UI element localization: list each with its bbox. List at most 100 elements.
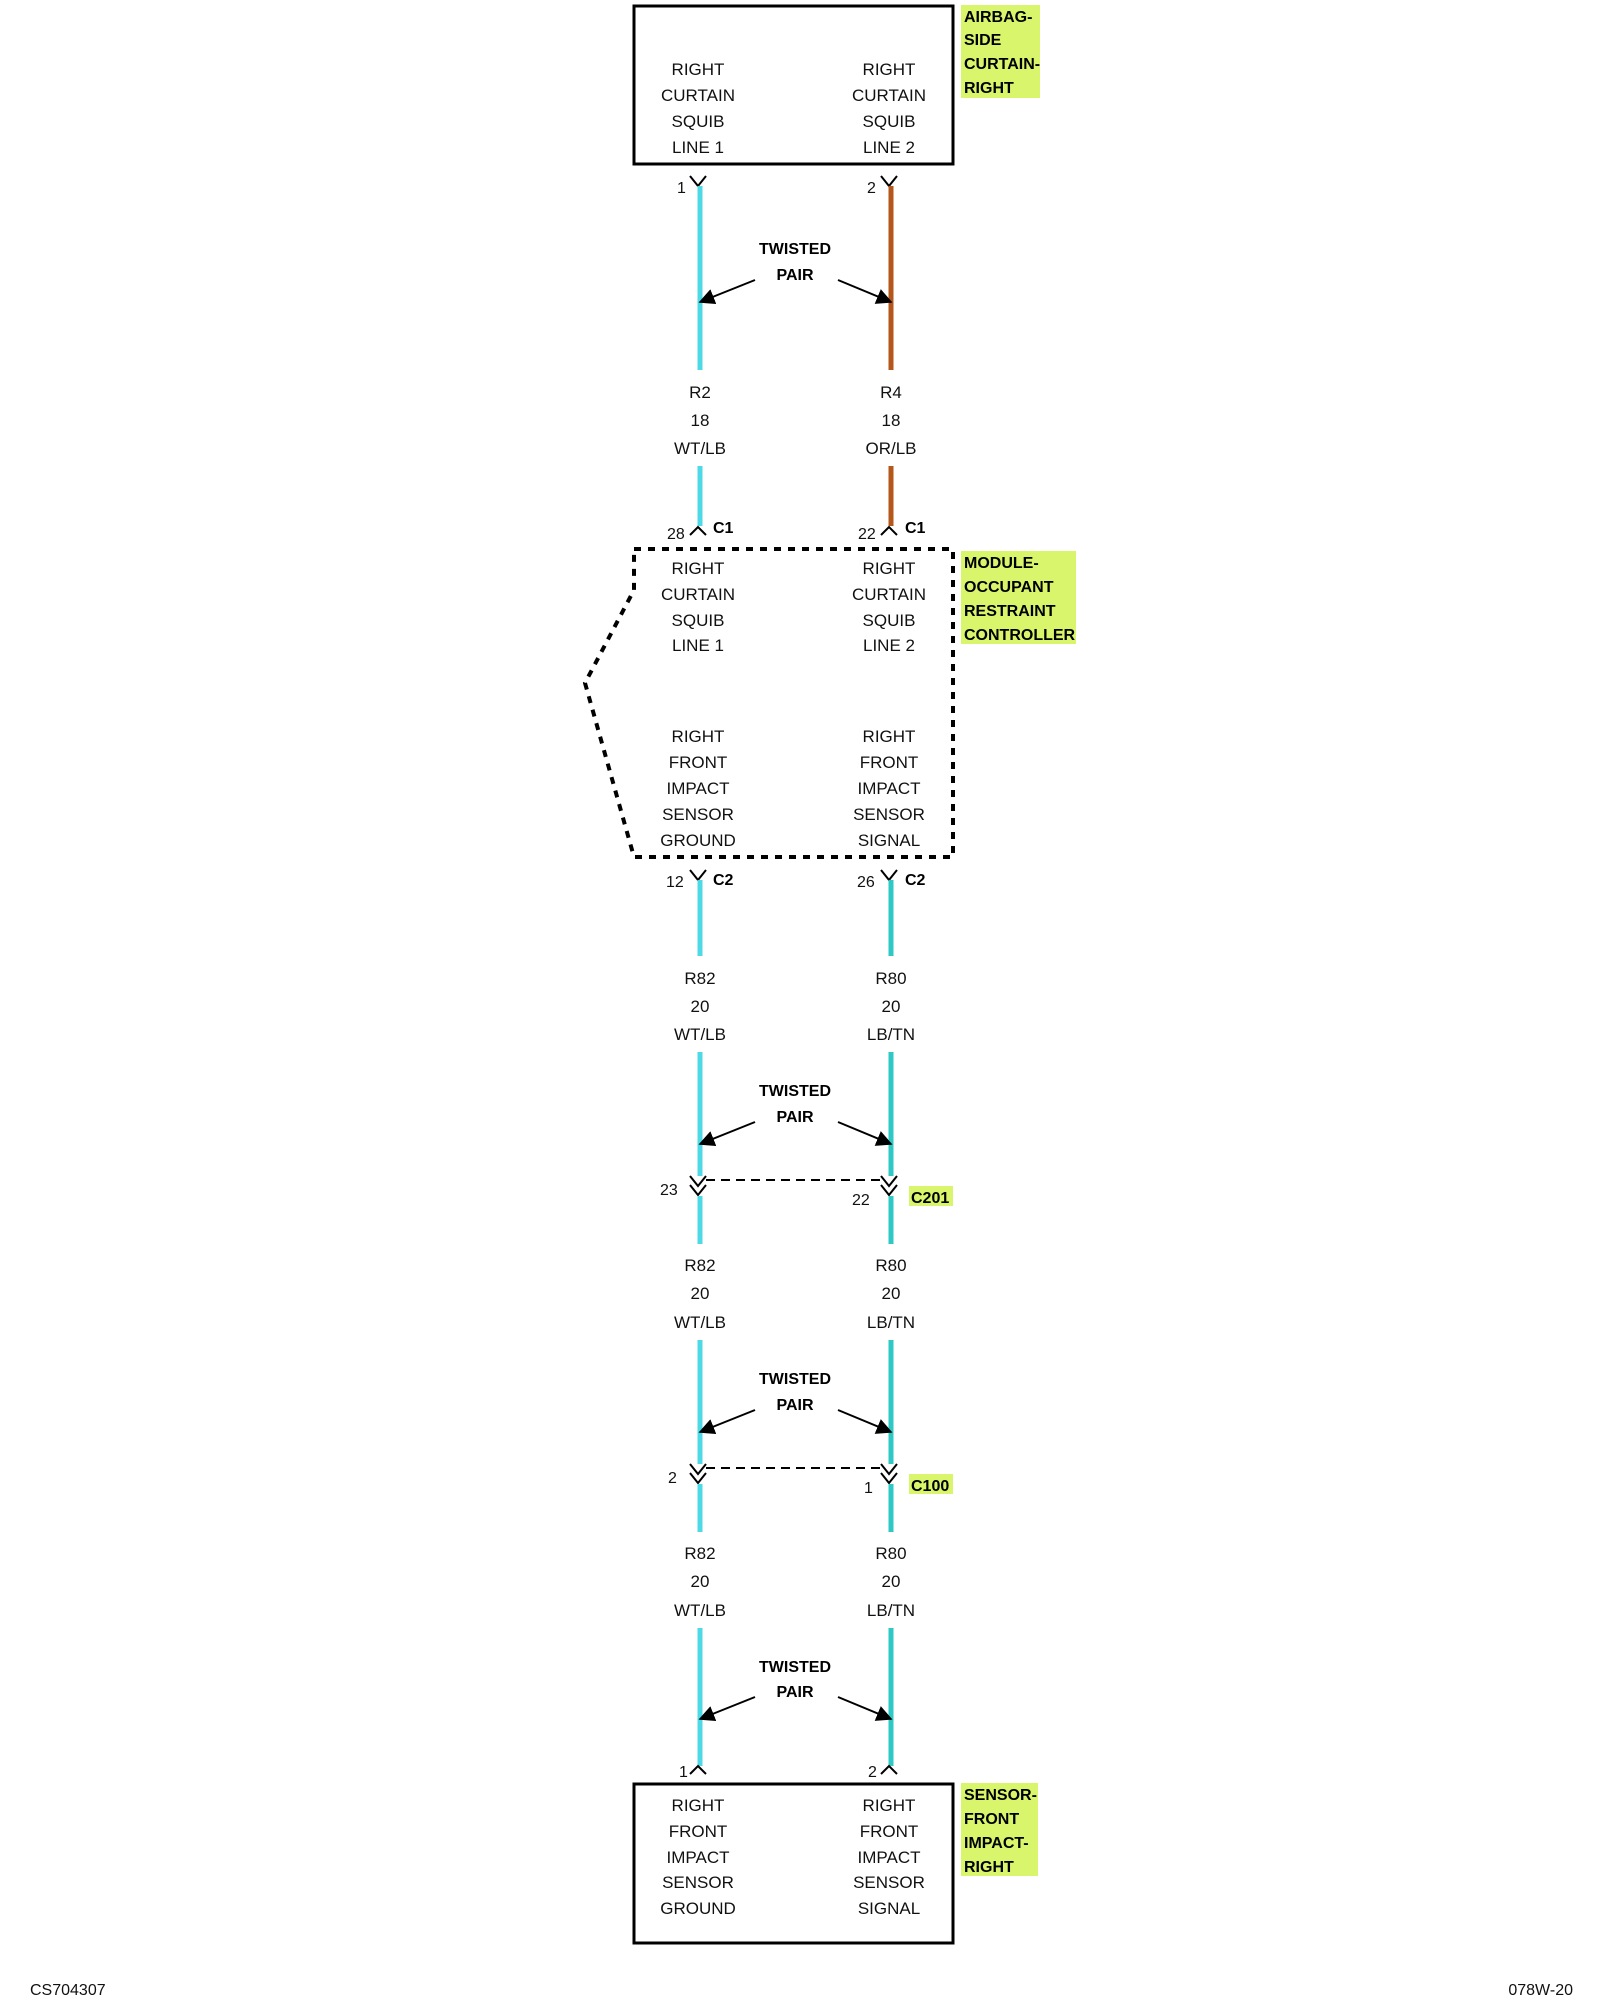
- module-bottom-right-label-2: FRONT: [860, 753, 919, 772]
- wire-r4-circuit: R4: [880, 383, 902, 402]
- c201-label: C201: [911, 1190, 949, 1207]
- sensor-pin-1: 1: [679, 1764, 688, 1781]
- module-bottom-right-label-5: SIGNAL: [858, 831, 920, 850]
- airbag-pin-1: 1: [677, 180, 686, 197]
- wire-r80-seg2-circuit: R80: [875, 1256, 906, 1275]
- connector-c100: 2 1 C100: [668, 1463, 953, 1497]
- sensor-pin-2: 2: [868, 1764, 877, 1781]
- module-top-left-label-1: RIGHT: [672, 559, 725, 578]
- module-top-right-label-2: CURTAIN: [852, 585, 926, 604]
- twisted-pair-2-arrow-left: [698, 1121, 756, 1147]
- wire-r82-seg3-gauge: 20: [691, 1572, 710, 1591]
- c201-highlight: [909, 1186, 953, 1206]
- wire-r4-color: OR/LB: [865, 439, 916, 458]
- module-bottom-right-label-4: SENSOR: [853, 805, 925, 824]
- airbag-left-label-1: RIGHT: [672, 60, 725, 79]
- twisted-pair-3-arrow-right: [837, 1409, 893, 1434]
- wire-r2-color: WT/LB: [674, 439, 726, 458]
- airbag-right-label-4: LINE 2: [863, 138, 915, 157]
- sensor-right-label-3: IMPACT: [858, 1848, 921, 1867]
- twisted-pair-4-line2: PAIR: [776, 1684, 813, 1701]
- module-c1-pin-28-symbol: [689, 525, 707, 536]
- wire-r82-seg2-color: WT/LB: [674, 1313, 726, 1332]
- twisted-pair-3-arrow-left: [698, 1409, 756, 1435]
- module-c2-pin-12: 12: [666, 874, 684, 891]
- c201-pin-22-symbol: [880, 1175, 898, 1197]
- c100-highlight: [909, 1474, 953, 1494]
- twisted-pair-1-arrow-right: [837, 279, 893, 304]
- airbag-pin-2-symbol: [880, 175, 898, 188]
- wire-r2-circuit: R2: [689, 383, 711, 402]
- c201-pin-23-symbol: [689, 1175, 707, 1197]
- twisted-pair-4-arrow-right: [837, 1696, 893, 1721]
- sensor-left-label-2: FRONT: [669, 1822, 728, 1841]
- airbag-pin-2: 2: [867, 180, 876, 197]
- twisted-pair-1-line1: TWISTED: [759, 241, 831, 258]
- module-c2-pin-12-symbol: [689, 869, 707, 882]
- c100-label: C100: [911, 1478, 949, 1495]
- module-c1-pin-28: 28: [667, 526, 685, 543]
- module-bottom-left-label-3: IMPACT: [667, 779, 730, 798]
- module-top-right-label-1: RIGHT: [863, 559, 916, 578]
- sensor-name-1: SENSOR-: [964, 1787, 1037, 1804]
- wire-r82-seg1-gauge: 20: [691, 997, 710, 1016]
- module-bottom-right-label-1: RIGHT: [863, 727, 916, 746]
- module-c2-label-left: C2: [713, 872, 734, 889]
- module-c2-pin-26: 26: [857, 874, 875, 891]
- wire-r80-seg1-gauge: 20: [882, 997, 901, 1016]
- wire-r80-seg2-gauge: 20: [882, 1284, 901, 1303]
- twisted-pair-4-line1: TWISTED: [759, 1659, 831, 1676]
- c201-pin-22: 22: [852, 1192, 870, 1209]
- module-c2-label-right: C2: [905, 872, 926, 889]
- c100-pin-1: 1: [864, 1480, 873, 1497]
- wire-r82-seg2-circuit: R82: [684, 1256, 715, 1275]
- airbag-left-label-2: CURTAIN: [661, 86, 735, 105]
- module-c1-pin-22-symbol: [880, 525, 898, 536]
- wire-r82-seg3-circuit: R82: [684, 1544, 715, 1563]
- airbag-box: [632, 4, 955, 166]
- airbag-name-1: AIRBAG-: [964, 9, 1032, 26]
- module-name-2: OCCUPANT: [964, 579, 1054, 596]
- sensor-left-label-5: GROUND: [660, 1899, 736, 1918]
- connector-c201: 23 22 C201: [660, 1175, 953, 1209]
- sensor-right-label-4: SENSOR: [853, 1873, 925, 1892]
- module-c1-pin-22: 22: [858, 526, 876, 543]
- wires-segment-2: R82 20 WT/LB R80 20 LB/TN TWISTED PAIR: [674, 1196, 915, 1464]
- wire-r80-seg3-gauge: 20: [882, 1572, 901, 1591]
- sensor-box: [632, 1782, 955, 1945]
- module-c2-pin-26-symbol: [880, 869, 898, 882]
- module-name-3: RESTRAINT: [964, 603, 1056, 620]
- sensor-name-3: IMPACT-: [964, 1835, 1029, 1852]
- twisted-pair-2-line2: PAIR: [776, 1109, 813, 1126]
- airbag-name-highlight: [961, 5, 1040, 98]
- airbag-name-3: CURTAIN-: [964, 56, 1040, 73]
- twisted-pair-3-line2: PAIR: [776, 1397, 813, 1414]
- wires-segment-1: R82 20 WT/LB R80 20 LB/TN TWISTED PAIR: [674, 880, 915, 1176]
- module-bottom-right-label-3: IMPACT: [858, 779, 921, 798]
- c100-pin-2: 2: [668, 1470, 677, 1487]
- module-top-left-label-4: LINE 1: [672, 636, 724, 655]
- airbag-pin-1-symbol: [689, 175, 707, 188]
- c100-pin-2-symbol: [689, 1463, 707, 1485]
- twisted-pair-2-line1: TWISTED: [759, 1083, 831, 1100]
- module-top-left-label-3: SQUIB: [672, 611, 725, 630]
- wire-r82-seg3-color: WT/LB: [674, 1601, 726, 1620]
- airbag-name-4: RIGHT: [964, 80, 1014, 97]
- module-name-1: MODULE-: [964, 555, 1039, 572]
- wires-segment-3: R82 20 WT/LB R80 20 LB/TN TWISTED PAIR: [674, 1484, 915, 1766]
- airbag-left-label-4: LINE 1: [672, 138, 724, 157]
- sensor-pin-1-symbol: [689, 1764, 707, 1775]
- wire-r80-seg3-color: LB/TN: [867, 1601, 915, 1620]
- module-bottom-left-label-4: SENSOR: [662, 805, 734, 824]
- sensor-pin-2-symbol: [880, 1764, 898, 1775]
- module-top-right-label-4: LINE 2: [863, 636, 915, 655]
- wire-r82-seg1-color: WT/LB: [674, 1025, 726, 1044]
- module-bottom-left-label-5: GROUND: [660, 831, 736, 850]
- wire-r80-seg1-circuit: R80: [875, 969, 906, 988]
- wire-r80-seg3-circuit: R80: [875, 1544, 906, 1563]
- sensor-left-label-4: SENSOR: [662, 1873, 734, 1892]
- sensor-right-label-1: RIGHT: [863, 1796, 916, 1815]
- c100-pin-1-symbol: [880, 1463, 898, 1485]
- twisted-pair-1-line2: PAIR: [776, 267, 813, 284]
